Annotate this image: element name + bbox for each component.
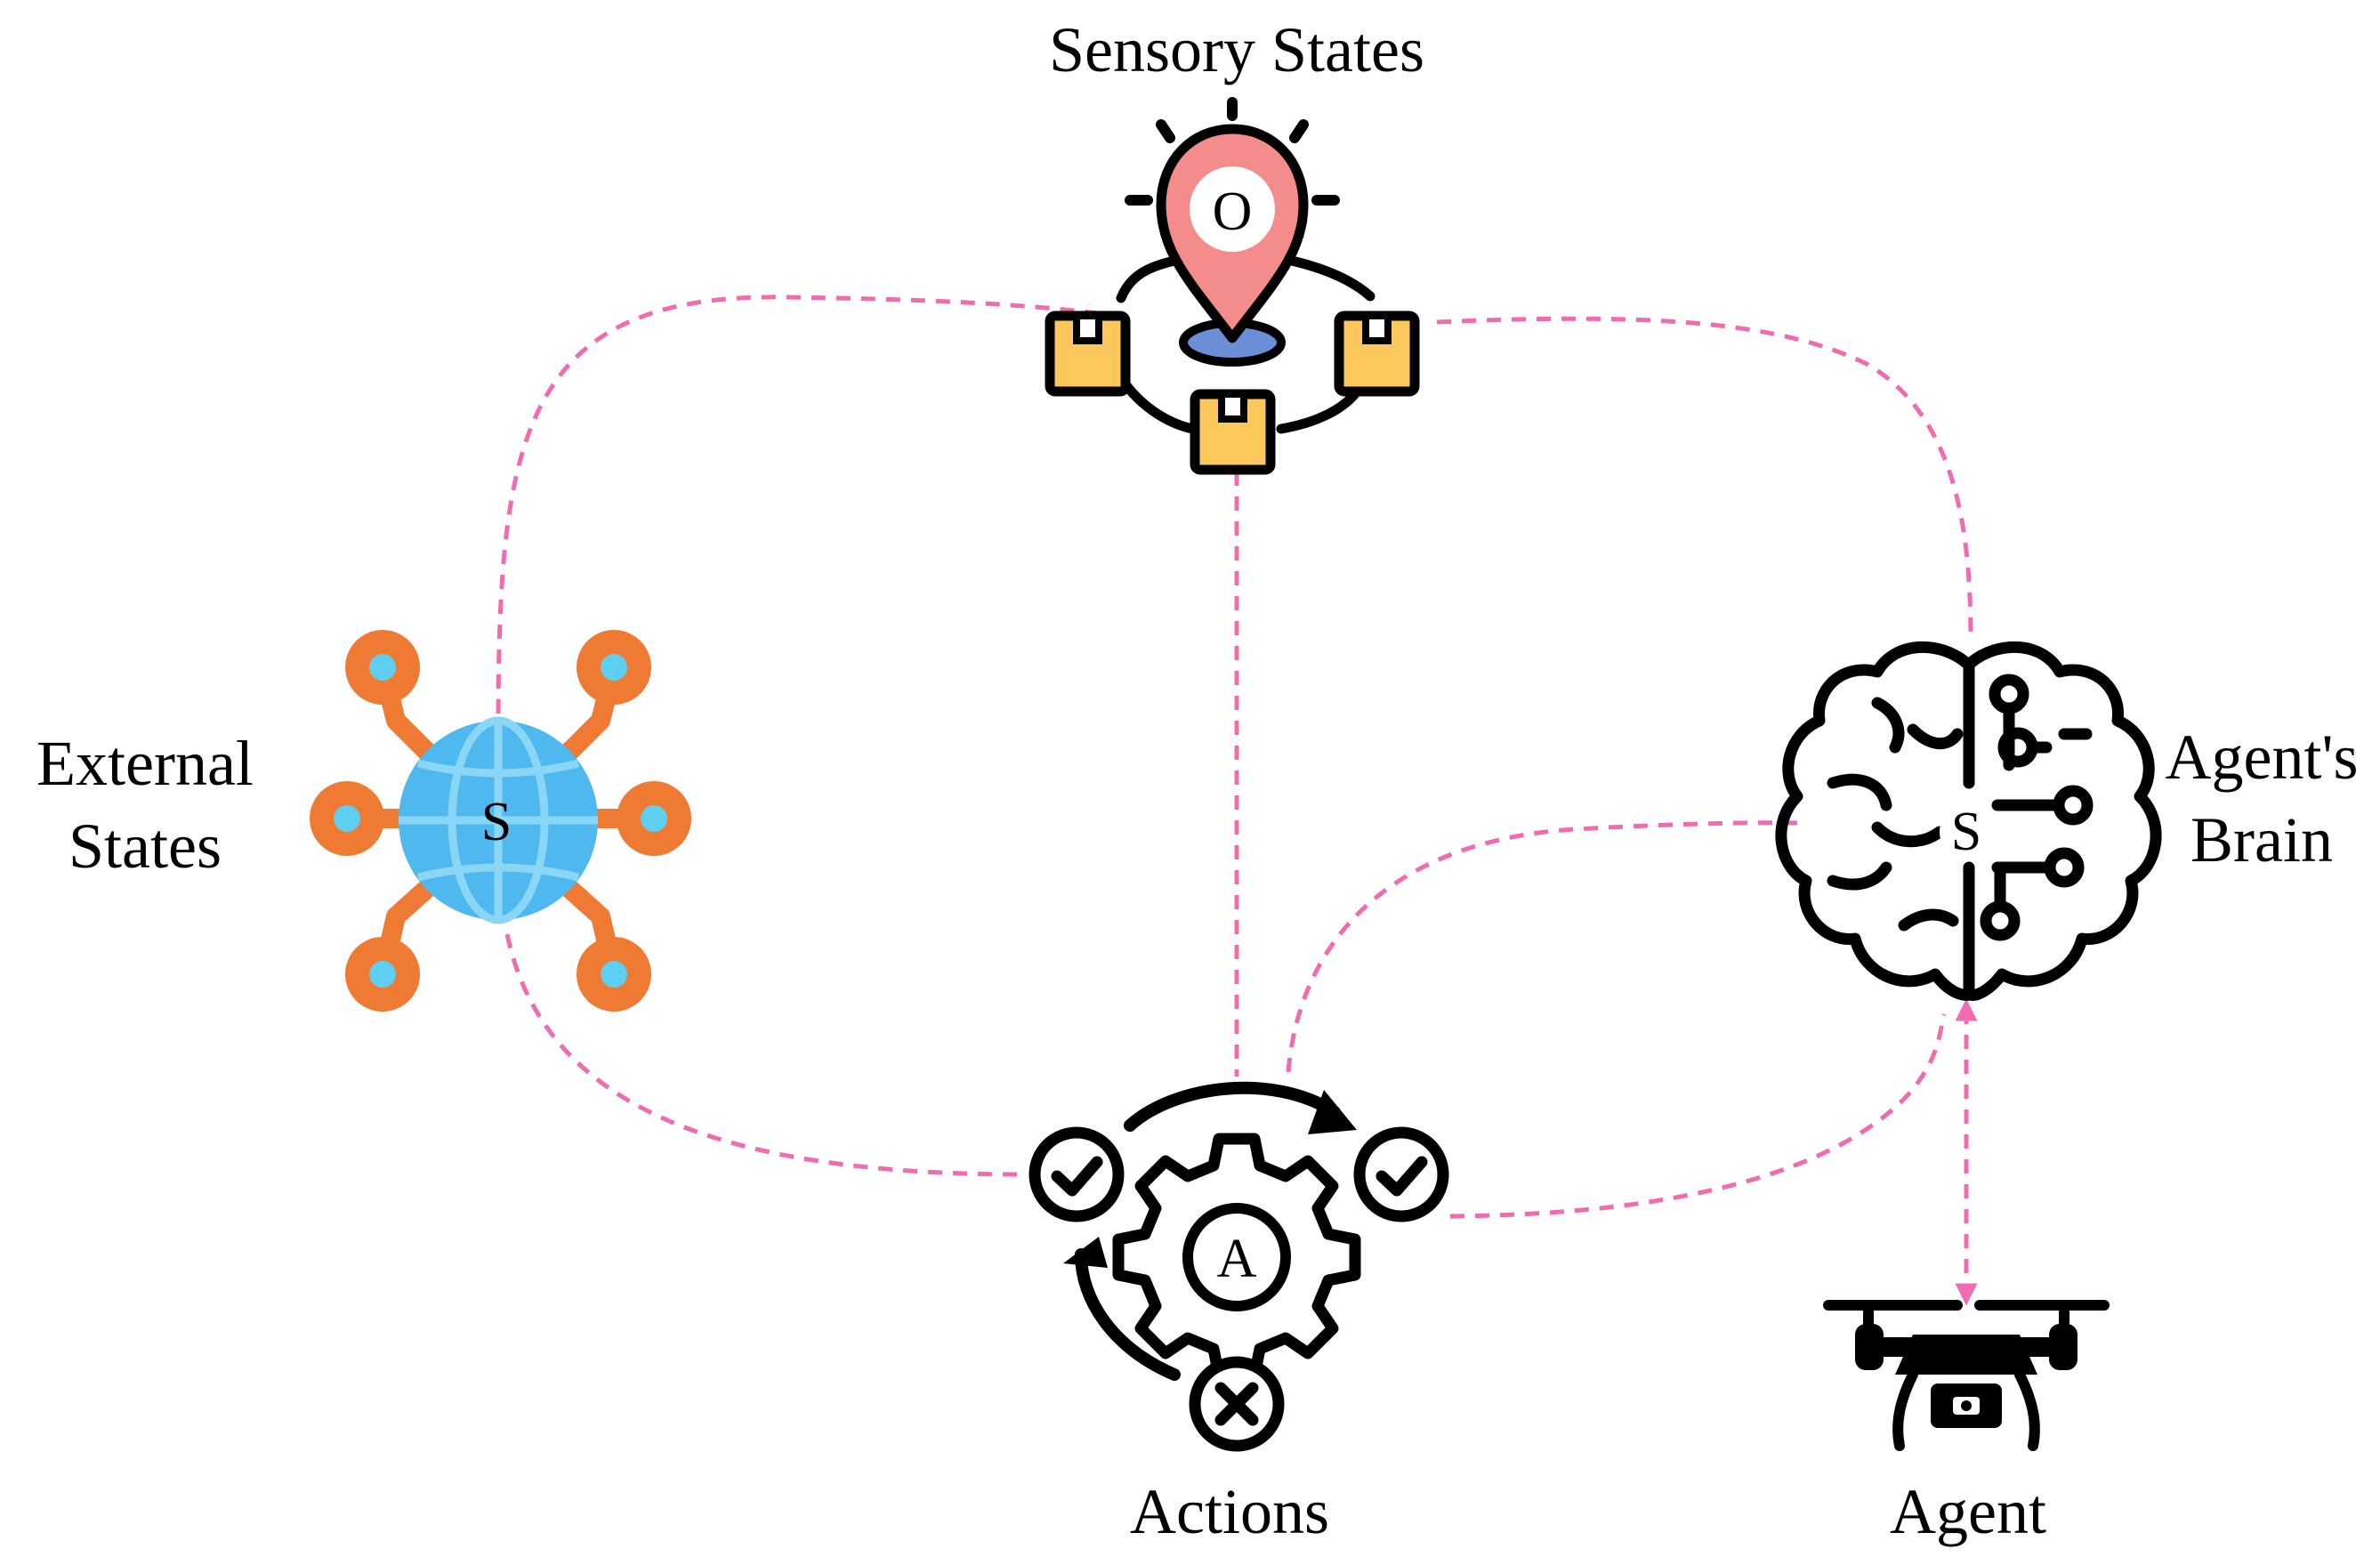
- agents-brain-node: S Agent's Brain: [1775, 641, 2359, 1001]
- box-right-icon: [1334, 311, 1420, 397]
- radiance-lines-icon: [1125, 97, 1340, 206]
- brain-symbol-backdrop: [1940, 805, 1993, 859]
- arrow-head-left-icon: [1063, 1237, 1108, 1268]
- box-left-icon: [1045, 311, 1131, 397]
- edge-sensory-brain: [1436, 316, 1973, 641]
- edges: [496, 294, 1978, 1306]
- gear-icon: [1112, 1133, 1361, 1382]
- sensory-states-node: O Sensory States: [1045, 14, 1424, 475]
- actions-symbol: A: [1217, 1229, 1257, 1289]
- network-node-dots-icon: [310, 630, 691, 1012]
- sensory-symbol: O: [1213, 182, 1253, 242]
- brain-icon: [1775, 641, 2162, 1001]
- box-bottom-icon: [1190, 389, 1276, 475]
- edge-external-sensory: [496, 294, 1126, 739]
- cycle-arrows-icon: [1075, 1081, 1341, 1381]
- agents-brain-label-line1: Agent's: [2166, 722, 2359, 793]
- external-symbol: S: [481, 792, 512, 852]
- agent-node: Agent: [1823, 1300, 2110, 1547]
- sensory-states-label: Sensory States: [1049, 14, 1424, 85]
- external-states-label-line1: External: [36, 728, 254, 799]
- drone-icon: [1823, 1300, 2110, 1451]
- agent-label: Agent: [1890, 1476, 2046, 1547]
- external-states-node: S External States: [36, 630, 691, 1012]
- brain-symbol: S: [1951, 802, 1981, 862]
- actions-node: A Actions: [1029, 1081, 1449, 1547]
- arrow-head-top-icon: [1308, 1090, 1357, 1134]
- cancel-circle-icon: [1189, 1356, 1285, 1452]
- check-circle-right-icon: [1353, 1126, 1449, 1222]
- pin-center-circle: [1190, 166, 1275, 252]
- check-circle-left-icon: [1029, 1126, 1125, 1222]
- edge-external-actions: [504, 933, 1024, 1177]
- external-states-label-line2: States: [69, 811, 222, 882]
- globe-icon: [399, 716, 598, 924]
- edge-actions-brain-upper: [1286, 820, 1798, 1073]
- edge-actions-brain-lower: [1449, 1013, 1947, 1219]
- agents-brain-label-line2: Brain: [2190, 804, 2333, 875]
- actions-label: Actions: [1130, 1476, 1329, 1547]
